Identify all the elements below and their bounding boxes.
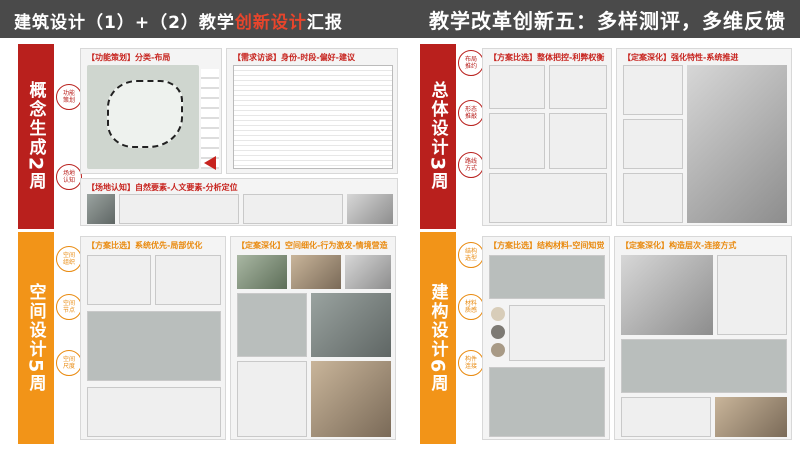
report-title-suffix: 汇报 xyxy=(306,13,343,33)
panel-structure-material-title: 【方案比选】结构材料-空间知觉 xyxy=(489,241,605,250)
report-title-prefix: 建筑设计（1）+（2）教学 xyxy=(14,13,235,33)
compare-sketch-1 xyxy=(489,65,545,109)
portrait-photo xyxy=(87,194,115,224)
deepen-masterplan-render xyxy=(687,65,787,223)
construct-model-photo xyxy=(715,397,787,437)
panel-space-refine: 【定案深化】空间细化-行为激发-情境营造 xyxy=(230,236,396,440)
page-header: 建筑设计（1）+（2）教学创新设计汇报 教学改革创新五：多样测评，多维反馈 xyxy=(0,0,800,38)
construct-joint-details xyxy=(621,397,711,437)
site-text-block xyxy=(119,194,239,224)
panel-structure-material: 【方案比选】结构材料-空间知觉 xyxy=(482,236,610,440)
refine-exploded-axon xyxy=(237,361,307,437)
slide-title: 教学改革创新五：多样测评，多维反馈 xyxy=(429,9,786,33)
deepen-form-sketch-3 xyxy=(623,173,683,223)
overall-tab-unit: 周 xyxy=(427,172,448,192)
overall-tab-title: 总体设计 xyxy=(427,81,448,158)
site-calligraphy-image xyxy=(347,194,393,224)
panel-space-refine-title: 【定案深化】空间细化-行为激发-情境营造 xyxy=(237,241,388,250)
deepen-form-sketch-1 xyxy=(623,65,683,115)
concept-tab-weeks: 2 xyxy=(24,157,47,173)
panel-plan-compare: 【方案比选】整体把控-利弊权衡 xyxy=(482,48,612,226)
construct-section-render xyxy=(621,255,713,335)
compare-sketch-4 xyxy=(549,113,607,169)
panel-plan-deepen-title: 【定案深化】强化特性-系统推进 xyxy=(623,53,739,62)
space-tab-weeks: 5 xyxy=(24,358,47,375)
panel-construct-levels: 【定案深化】构造层次-连接方式 xyxy=(614,236,792,440)
construct-tab: 建构设计6周 xyxy=(420,232,456,444)
sub-label-structure: 结构选型 xyxy=(458,242,484,268)
panel-plan-deepen: 【定案深化】强化特性-系统推进 xyxy=(616,48,792,226)
sub-label-node: 空间节点 xyxy=(56,294,82,320)
panel-system-opt: 【方案比选】系统优先-局部优化 xyxy=(80,236,226,440)
space-axonometric xyxy=(87,311,221,381)
sub-label-layout: 布局推约 xyxy=(458,50,484,76)
refine-photo-3 xyxy=(345,255,391,289)
refine-interior-render xyxy=(311,293,391,357)
sub-label-function: 功能策划 xyxy=(56,84,82,110)
structure-model-1 xyxy=(489,255,605,299)
overall-sub-labels: 布局推约 形态推敲 路线方式 xyxy=(458,44,486,229)
space-tab-title: 空间设计 xyxy=(25,282,46,359)
refine-courtyard-render xyxy=(311,361,391,437)
sub-label-material: 材料质感 xyxy=(458,294,484,320)
panel-needs-survey: 【需求访谈】身份-时段-偏好-建议 xyxy=(226,48,398,174)
site-plan-drawing xyxy=(87,65,199,169)
panel-function-plan: 【功能策划】分类-布局 xyxy=(80,48,222,174)
overall-tab: 总体设计3周 xyxy=(420,44,456,229)
report-title: 建筑设计（1）+（2）教学创新设计汇报 xyxy=(14,8,343,33)
structure-model-2 xyxy=(489,367,605,437)
section-space: 空间设计5周 空间组织 空间节点 空间尺度 【方案比选】系统优先-局部优化 【定… xyxy=(18,232,398,444)
compare-sketch-2 xyxy=(549,65,607,109)
sub-label-site: 场地认知 xyxy=(56,164,82,190)
space-plan-sketch xyxy=(87,387,221,437)
construct-tab-title: 建构设计 xyxy=(427,282,448,359)
section-overall: 总体设计3周 布局推约 形态推敲 路线方式 【方案比选】整体把控-利弊权衡 【定… xyxy=(420,44,795,229)
section-concept: 概念生成2周 功能策划 场地认知 【功能策划】分类-布局 【需求访谈】身份-时段… xyxy=(18,44,398,229)
space-tab: 空间设计5周 xyxy=(18,232,54,444)
section-construct: 建构设计6周 结构选型 材料质感 构件连接 【方案比选】结构材料-空间知觉 【定… xyxy=(420,232,795,444)
refine-section-model xyxy=(237,293,307,357)
construct-detail-sketches xyxy=(717,255,787,335)
survey-table xyxy=(233,65,393,169)
panel-site-cognition-title: 【场地认知】自然要素-人文要素-分析定位 xyxy=(87,183,238,192)
space-diagram-1 xyxy=(87,255,151,305)
construct-sub-labels: 结构选型 材料质感 构件连接 xyxy=(458,232,486,444)
sub-label-joint: 构件连接 xyxy=(458,350,484,376)
panel-needs-survey-title: 【需求访谈】身份-时段-偏好-建议 xyxy=(233,53,355,62)
compare-sketch-3 xyxy=(489,113,545,169)
report-title-highlight: 创新设计 xyxy=(234,13,307,33)
sub-label-form: 形态推敲 xyxy=(458,100,484,126)
site-analysis-text xyxy=(243,194,343,224)
arrow-needs-to-plan-icon xyxy=(204,156,216,170)
material-swatch-1 xyxy=(491,307,505,321)
panel-system-opt-title: 【方案比选】系统优先-局部优化 xyxy=(87,241,203,250)
compare-route-diagram xyxy=(489,173,607,223)
overall-tab-weeks: 3 xyxy=(426,157,449,173)
sub-label-scale: 空间尺度 xyxy=(56,350,82,376)
space-diagram-2 xyxy=(155,255,221,305)
sub-label-organize: 空间组织 xyxy=(56,246,82,272)
panel-construct-levels-title: 【定案深化】构造层次-连接方式 xyxy=(621,241,737,250)
panel-plan-compare-title: 【方案比选】整体把控-利弊权衡 xyxy=(489,53,605,62)
material-notes xyxy=(509,305,605,361)
material-swatch-3 xyxy=(491,343,505,357)
material-swatch-2 xyxy=(491,325,505,339)
space-tab-unit: 周 xyxy=(25,374,46,394)
deepen-form-sketch-2 xyxy=(623,119,683,169)
panel-site-cognition: 【场地认知】自然要素-人文要素-分析定位 xyxy=(80,178,398,226)
concept-tab-unit: 周 xyxy=(25,172,46,192)
panel-function-plan-title: 【功能策划】分类-布局 xyxy=(87,53,171,62)
sub-label-route: 路线方式 xyxy=(458,152,484,178)
refine-photo-2 xyxy=(291,255,341,289)
construct-long-section xyxy=(621,339,787,393)
concept-tab-title: 概念生成 xyxy=(25,81,46,158)
construct-tab-unit: 周 xyxy=(427,374,448,394)
concept-tab: 概念生成2周 xyxy=(18,44,54,229)
construct-tab-weeks: 6 xyxy=(426,358,449,375)
function-legend xyxy=(201,69,219,169)
refine-photo-1 xyxy=(237,255,287,289)
concept-sub-labels: 功能策划 场地认知 xyxy=(56,44,84,229)
